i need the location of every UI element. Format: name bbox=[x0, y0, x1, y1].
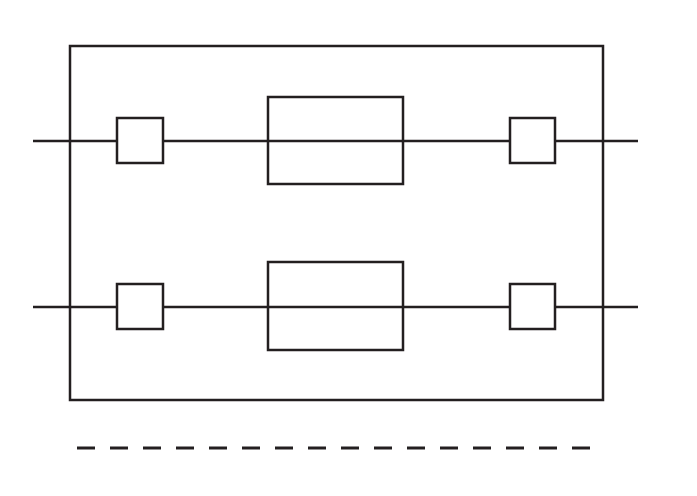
component-box-top bbox=[266, 95, 405, 186]
series-square-top-right bbox=[508, 116, 557, 165]
series-square-bottom-left bbox=[115, 282, 165, 331]
series-square-bottom-right bbox=[508, 282, 557, 331]
series-square-top-left bbox=[115, 116, 165, 165]
component-box-bottom bbox=[266, 260, 405, 352]
outer-box bbox=[68, 44, 605, 402]
